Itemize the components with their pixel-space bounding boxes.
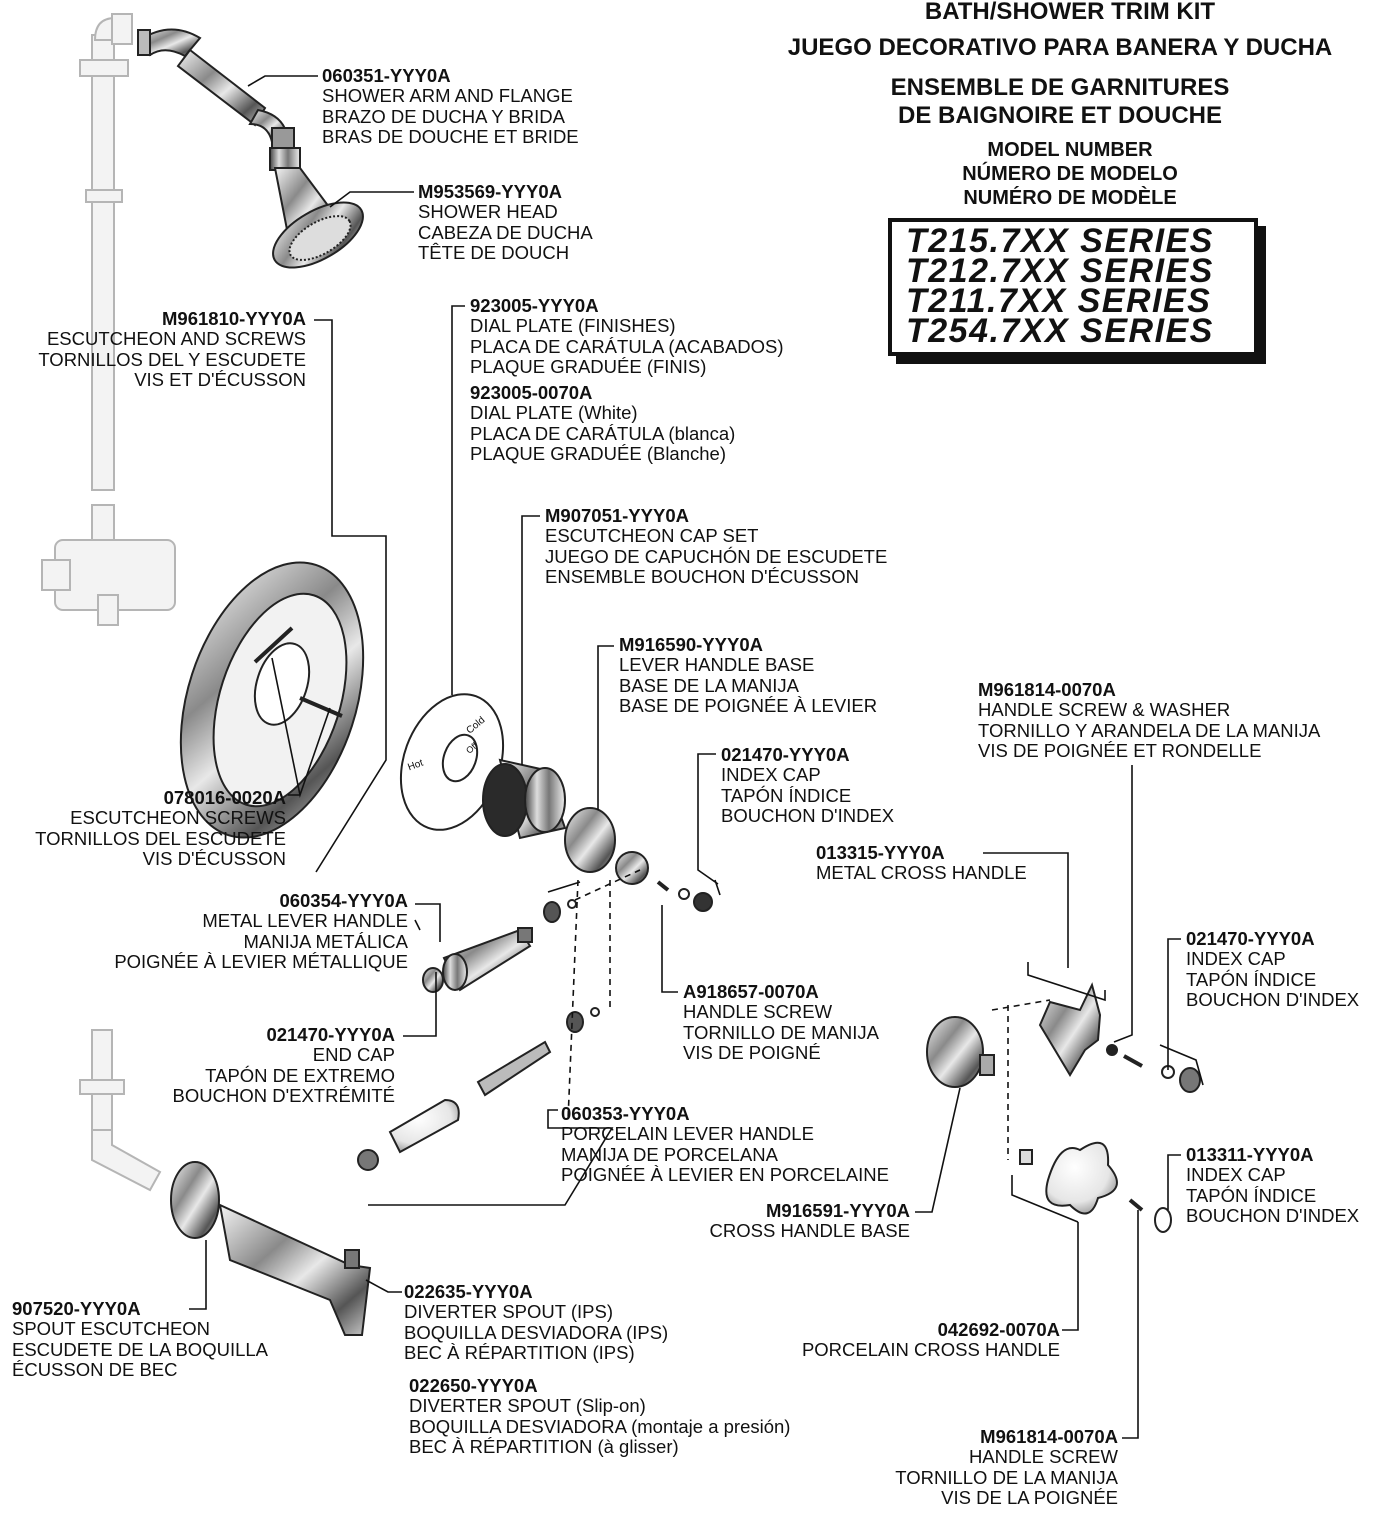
lever-base-drawing [564, 807, 649, 885]
plumbing-ghost [41, 13, 176, 1192]
dashed-guides [567, 869, 1051, 1160]
title-fr-2: DE BAIGNOIRE ET DOUCHE [897, 102, 1223, 129]
title-es: JUEGO DECORATIVO PARA BANERA Y DUCHA [787, 34, 1333, 61]
dial-plate-drawing [399, 693, 505, 831]
cross-handle-drawing [926, 982, 1201, 1233]
shower-head-drawing [269, 147, 364, 269]
shower-arm-drawing [137, 28, 295, 151]
model-number-es: NÚMERO DE MODELO [962, 163, 1178, 185]
porcelain-lever-drawing [357, 1007, 600, 1171]
title-en: BATH/SHOWER TRIM KIT [924, 0, 1216, 25]
series-4: T254.7XX SERIES [906, 312, 1214, 350]
model-number-fr: NUMÉRO DE MODÈLE [963, 187, 1177, 209]
series-3: T211.7XX SERIES [906, 282, 1212, 320]
escutcheon-cap-drawing [482, 758, 567, 840]
series-2: T212.7XX SERIES [906, 252, 1214, 290]
leader-lines [189, 75, 1204, 1439]
series-1: T215.7XX SERIES [906, 222, 1214, 260]
model-number-en: MODEL NUMBER [987, 139, 1153, 161]
metal-lever-drawing [422, 899, 577, 993]
index-cap-lever-drawing [656, 880, 713, 912]
spout-drawing [170, 1161, 372, 1336]
title-fr-1: ENSEMBLE DE GARNITURES [890, 74, 1230, 101]
escutcheon-plate-drawing [179, 561, 365, 839]
model-series-box: T215.7XX SERIES T212.7XX SERIES T211.7XX… [888, 218, 1258, 356]
